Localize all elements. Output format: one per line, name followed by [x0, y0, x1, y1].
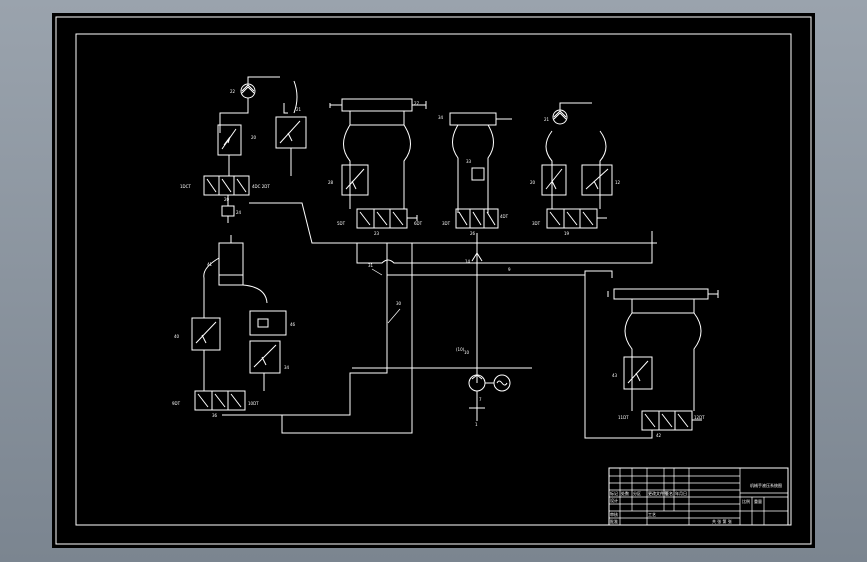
label-11dt: 11DT [618, 415, 629, 420]
label-12dt: 12DT [694, 415, 705, 420]
left-middle-directional-valve [194, 390, 246, 411]
label-line-14: 14 [465, 259, 471, 264]
check-valve [471, 167, 485, 181]
label-42: 42 [656, 433, 662, 438]
label-23: 23 [374, 231, 380, 236]
tb-count: 处数 [621, 490, 629, 496]
label-3dt: 3DT [442, 221, 451, 226]
pump-motor-group: (10) 7 1 [456, 347, 511, 427]
drawing-sheet: 22 21 20 1DCT 20 4DC 2DT 24 27 28 [52, 13, 815, 548]
label-22: 22 [230, 89, 236, 94]
tb-sign: 签名 [665, 490, 673, 496]
label-5dt: 5DT [337, 221, 346, 226]
top-center-cylinder-group: 27 28 5DT 23 6DT [328, 98, 427, 236]
tb-zone: 分区 [633, 490, 641, 496]
label-6dt: 6DT [414, 221, 423, 226]
tb-process: 工艺 [648, 512, 656, 517]
label-26: 26 [470, 231, 476, 236]
label-right-19: 19 [564, 231, 570, 236]
tb-title: 机械手液压系统图 [750, 482, 782, 488]
label-1dct: 1DCT [180, 184, 191, 189]
label-4dc-2dt: 4DC 2DT [252, 184, 270, 189]
tb-reviewer: 审核 [610, 511, 618, 517]
top-right-throttle-right [581, 164, 613, 196]
tb-change: 更改文件号 [648, 490, 668, 496]
left-middle-throttle-2 [249, 340, 281, 374]
label-1: 1 [475, 422, 478, 427]
tb-approve: 批准 [610, 518, 618, 524]
tb-scale: 比例 [742, 498, 750, 504]
tb-designer: 设计 [610, 497, 618, 503]
label-valve-20: 20 [224, 197, 230, 202]
top-right-throttle-left [541, 164, 567, 196]
top-right-actuator-group: 21 20 12 3DT 19 [530, 102, 621, 236]
tb-date: 年月日 [675, 490, 687, 496]
label-24: 24 [236, 210, 242, 215]
label-line-31: 31 [368, 263, 374, 268]
label-line-9: 9 [508, 267, 511, 272]
inner-frame [75, 33, 792, 526]
bottom-right-cylinder [613, 288, 709, 300]
left-middle-relief-valve [249, 310, 287, 336]
top-right-rotary-actuator [552, 109, 568, 125]
top-left-actuator-group: 22 21 20 1DCT 20 4DC 2DT 24 [180, 76, 657, 244]
label-40: 40 [174, 334, 180, 339]
label-20: 20 [251, 135, 257, 140]
hydraulic-schematic: 22 21 20 1DCT 20 4DC 2DT 24 27 28 [55, 16, 812, 545]
label-46: 46 [290, 322, 296, 327]
label-right-12: 12 [615, 180, 621, 185]
label-10dt: 10DT [248, 401, 259, 406]
label-9dt: 9DT [172, 401, 181, 406]
small-cylinder [449, 112, 497, 126]
label-34-left: 34 [284, 365, 290, 370]
tb-sheet: 共 张 第 张 [712, 518, 732, 524]
label-right-3dt: 3DT [532, 221, 541, 226]
top-left-pilot-valve [221, 205, 235, 217]
tb-weight: 重量 [754, 498, 762, 504]
bottom-right-throttle [623, 356, 653, 390]
top-center-throttle [341, 164, 369, 196]
top-left-throttle-right [275, 116, 307, 149]
outer-frame [55, 16, 812, 545]
left-middle-group: 41 40 46 34 9DT 36 10DT [172, 235, 296, 418]
label-27: 27 [414, 101, 420, 106]
central-piping: 14 9 31 30 10 [222, 231, 653, 439]
top-center-small-cylinder-group: 34 33 3DT 4DT 26 [438, 112, 512, 236]
small-cylinder-valve [455, 208, 499, 229]
label-7: 7 [479, 397, 482, 402]
title-block-frame [608, 467, 789, 526]
title-block: 标记 处数 分区 更改文件号 签名 年月日 设计 审核 工艺 批准 比例 重量 … [608, 467, 789, 526]
label-line-30: 30 [396, 301, 402, 306]
label-43: 43 [612, 373, 618, 378]
label-pressure: (10) [456, 347, 465, 352]
label-34: 34 [438, 115, 444, 120]
label-28: 28 [328, 180, 334, 185]
label-36: 36 [212, 413, 218, 418]
top-center-cylinder [341, 98, 413, 112]
label-4dt: 4DT [500, 214, 509, 219]
bottom-right-group: 43 11DT 42 12DT [607, 288, 719, 439]
top-left-directional-valve [203, 175, 250, 196]
label-21: 21 [296, 107, 302, 112]
label-33: 33 [466, 159, 472, 164]
tb-mark: 标记 [610, 490, 618, 496]
label-right-21: 21 [544, 117, 550, 122]
label-line-10: 10 [464, 350, 470, 355]
left-middle-cylinder [218, 242, 244, 286]
label-right-20: 20 [530, 180, 536, 185]
left-middle-throttle [191, 317, 221, 351]
top-left-rotary-actuator [240, 83, 256, 99]
